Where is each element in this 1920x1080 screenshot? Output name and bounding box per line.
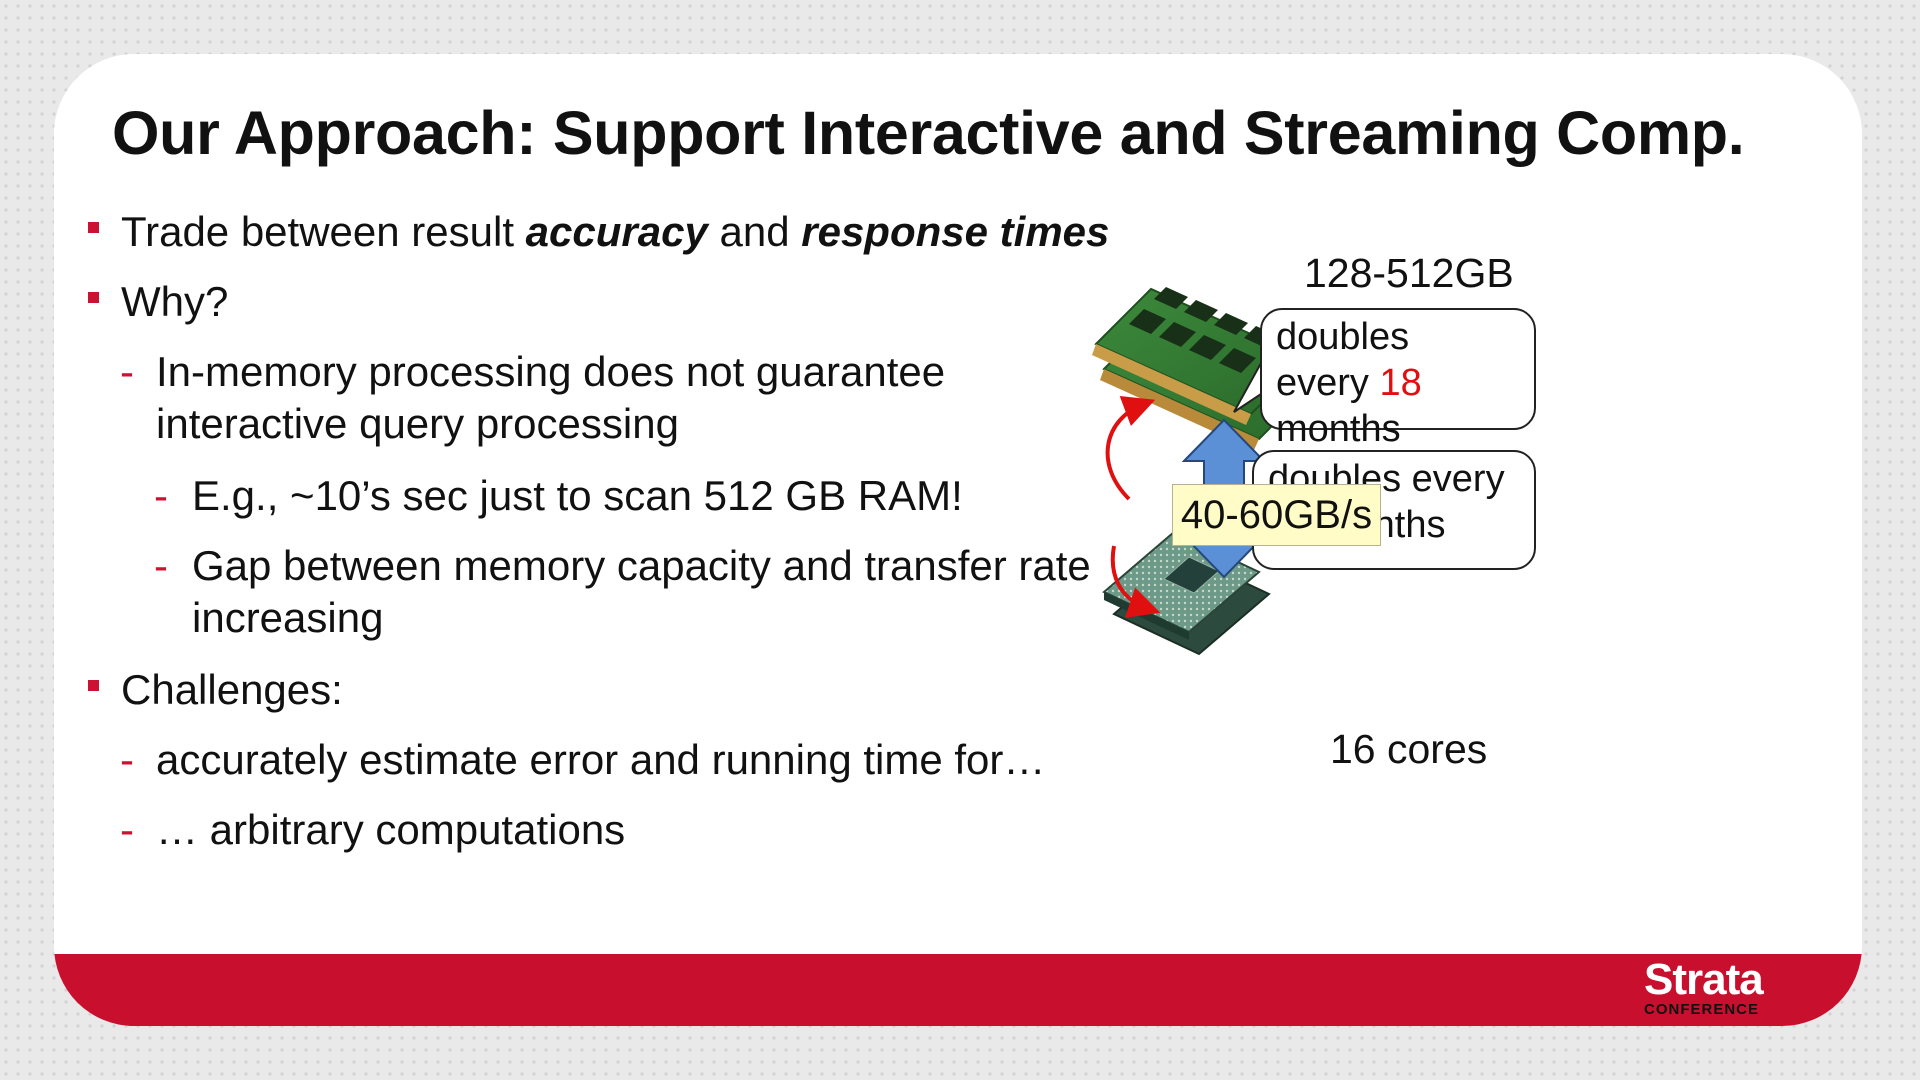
sub-bullet-arbitrary: … arbitrary computations: [156, 806, 626, 853]
strata-conference-logo: Strata CONFERENCE: [1644, 955, 1764, 1018]
memory-growth-callout: doubles every 18 months: [1260, 308, 1536, 450]
dash-icon: -: [120, 806, 134, 853]
sub-sub-bullet-gap-line2: increasing: [192, 594, 384, 641]
dash-icon: -: [154, 472, 168, 519]
bullet-trade-text: Trade between result: [121, 208, 526, 255]
bullet-why: Why?: [121, 278, 229, 325]
bullet-trade-response-times: response times: [801, 208, 1110, 255]
diagram-graphics: [1092, 287, 1316, 656]
callout-memory-line1: doubles: [1276, 316, 1410, 358]
bullet-square-icon: [88, 680, 99, 691]
sub-bullet-estimate: accurately estimate error and running ti…: [156, 736, 1046, 783]
bullet-trade-accuracy: accuracy: [525, 208, 708, 255]
footer-bar: [54, 954, 1862, 1026]
bullet-trade-and: and: [707, 208, 802, 255]
sub-sub-bullet-gap-line1: Gap between memory capacity and transfer…: [192, 542, 1091, 589]
cpu-cores-label: 16 cores: [1330, 726, 1488, 772]
bullet-square-icon: [88, 222, 99, 233]
logo-name: Strata: [1644, 955, 1764, 1004]
curved-arrow-up-icon: [1105, 396, 1156, 501]
slide-title: Our Approach: Support Interactive and St…: [112, 99, 1745, 167]
slide: Our Approach: Support Interactive and St…: [54, 54, 1862, 1026]
curved-arrow-down-icon: [1110, 545, 1161, 618]
dash-icon: -: [120, 348, 134, 395]
dash-icon: -: [120, 736, 134, 783]
callout-memory-line2: every 18: [1276, 362, 1422, 404]
callout-memory-line3: months: [1276, 408, 1401, 450]
sub-sub-bullet-scan: E.g., ~10’s sec just to scan 512 GB RAM!: [192, 472, 963, 519]
dash-icon: -: [154, 542, 168, 589]
callout-memory-months-number: 18: [1379, 362, 1422, 404]
bullet-challenges: Challenges:: [121, 666, 343, 713]
transfer-rate-label: 40-60GB/s: [1172, 484, 1381, 546]
logo-subtitle: CONFERENCE: [1644, 1001, 1760, 1018]
sub-bullet-in-memory-line2: interactive query processing: [156, 400, 679, 447]
sub-bullet-in-memory-line1: In-memory processing does not guarantee: [156, 348, 946, 395]
bullet-square-icon: [88, 292, 99, 303]
bullet-trade: Trade between result accuracy and respon…: [121, 206, 1109, 258]
memory-capacity-label: 128-512GB: [1304, 250, 1514, 296]
